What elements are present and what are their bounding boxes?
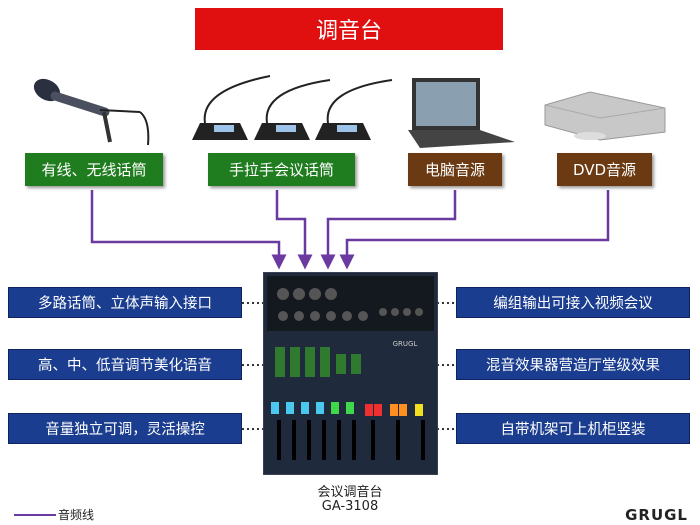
laptop-icon [408, 78, 515, 148]
source-images [33, 75, 666, 148]
brand-logo: GRUGL [625, 506, 688, 524]
source-label-pc: 电脑音源 [408, 153, 502, 186]
page-title: 调音台 [195, 8, 503, 50]
dvd-player-icon [544, 91, 666, 141]
feature-right-1: 编组输出可接入视频会议 [456, 287, 690, 318]
gooseneck-conference-microphone-icon [192, 75, 393, 140]
cable-dvd [339, 190, 610, 270]
cable-pc [320, 190, 457, 270]
handheld-microphone-icon [33, 78, 150, 146]
feature-left-1: 多路话筒、立体声输入接口 [8, 287, 242, 318]
mixer-image: GRUGL [263, 272, 438, 475]
feature-right-2: 混音效果器营造厅堂级效果 [456, 349, 690, 380]
legend-label: 音频线 [58, 508, 95, 522]
feature-right-3: 自带机架可上机柜竖装 [456, 413, 690, 444]
legend: 音频线 [14, 506, 94, 523]
source-label-microphone: 有线、无线话筒 [25, 153, 163, 186]
feature-left-3: 音量独立可调，灵活操控 [8, 413, 242, 444]
cable-conference-mic [275, 190, 313, 270]
device-name: 会议调音台 [317, 485, 383, 500]
device-model: GA-3108 [321, 499, 379, 514]
source-label-conference-mic: 手拉手会议话筒 [208, 153, 355, 186]
legend-line-swatch [14, 513, 56, 516]
mixer-panel-brand: GRUGL [393, 340, 418, 348]
feature-left-2: 高、中、低音调节美化语音 [8, 349, 242, 380]
cable-microphone [90, 190, 287, 270]
source-label-dvd: DVD音源 [557, 153, 652, 186]
